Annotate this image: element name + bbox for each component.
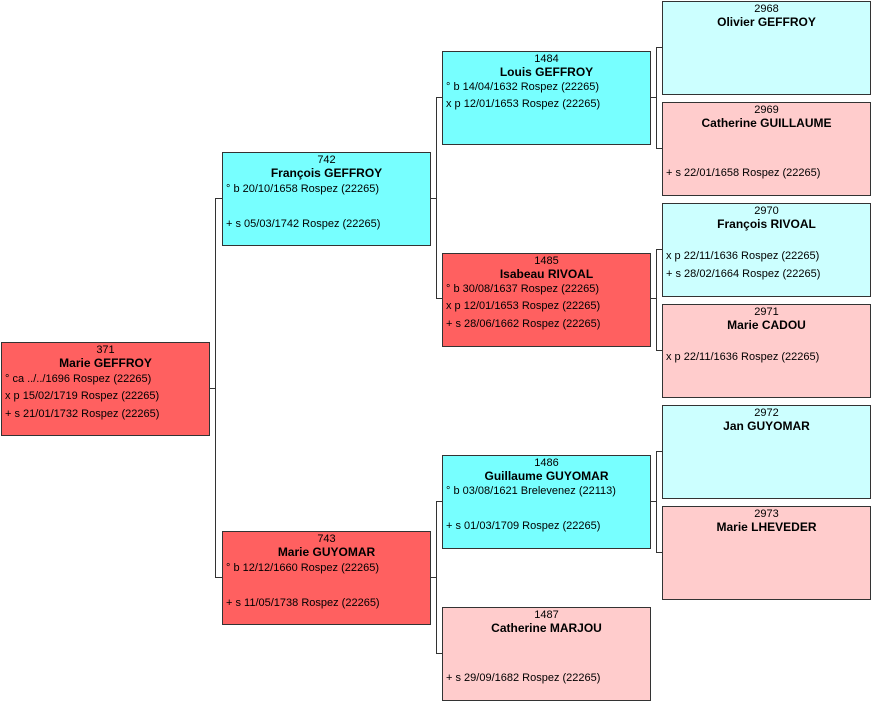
connector-line	[436, 653, 442, 654]
connector-line	[656, 552, 662, 553]
death-line: + s 05/03/1742 Rospez (22265)	[226, 218, 381, 230]
person-box-2969[interactable]: 2969 Catherine GUILLAUME + s 22/01/1658 …	[662, 102, 871, 196]
marriage-line: x p 12/01/1653 Rospez (22265)	[446, 98, 601, 110]
person-name: Guillaume GUYOMAR	[484, 469, 609, 483]
connector-line	[651, 501, 657, 502]
connector-line	[436, 298, 442, 299]
person-number: 1484	[534, 53, 559, 65]
connector-line	[215, 198, 216, 578]
connector-line	[651, 97, 657, 98]
marriage-line: x p 22/11/1636 Rospez (22265)	[666, 351, 820, 363]
birth-line: ° b 20/10/1658 Rospez (22265)	[226, 183, 380, 195]
person-name: Jan GUYOMAR	[723, 419, 810, 433]
person-name: Marie CADOU	[727, 318, 806, 332]
marriage-line: x p 22/11/1636 Rospez (22265)	[666, 250, 820, 262]
person-box-742[interactable]: 742 François GEFFROY ° b 20/10/1658 Rosp…	[222, 152, 431, 246]
connector-line	[651, 298, 657, 299]
person-number: 2968	[754, 3, 779, 15]
connector-line	[656, 451, 657, 553]
person-number: 371	[96, 344, 115, 356]
person-name: Louis GEFFROY	[499, 65, 594, 79]
connector-line	[656, 249, 662, 250]
birth-line: ° b 14/04/1632 Rospez (22265)	[446, 81, 600, 93]
death-line: + s 21/01/1732 Rospez (22265)	[5, 408, 160, 420]
death-line: + s 29/09/1682 Rospez (22265)	[446, 672, 601, 684]
death-line: + s 22/01/1658 Rospez (22265)	[666, 167, 821, 179]
connector-line	[431, 198, 437, 199]
person-name: Isabeau RIVOAL	[499, 267, 594, 281]
person-number: 743	[317, 533, 336, 545]
connector-line	[656, 249, 657, 351]
connector-line	[436, 501, 437, 654]
connector-line	[656, 350, 662, 351]
connector-line	[215, 198, 222, 199]
person-box-1487[interactable]: 1487 Catherine MARJOU + s 29/09/1682 Ros…	[442, 607, 651, 701]
person-name: Marie GEFFROY	[59, 356, 152, 370]
connector-line	[215, 577, 222, 578]
person-name: François RIVOAL	[717, 217, 816, 231]
connector-line	[436, 97, 437, 299]
person-name: Marie LHEVEDER	[716, 520, 817, 534]
person-box-1484[interactable]: 1484 Louis GEFFROY ° b 14/04/1632 Rospez…	[442, 51, 651, 145]
person-number: 1486	[534, 457, 559, 469]
person-name: Catherine GUILLAUME	[701, 116, 832, 130]
marriage-line: x p 15/02/1719 Rospez (22265)	[5, 390, 160, 402]
connector-line	[656, 451, 662, 452]
person-number: 1487	[534, 609, 559, 621]
person-box-743[interactable]: 743 Marie GUYOMAR ° b 12/12/1660 Rospez …	[222, 531, 431, 625]
connector-line	[431, 577, 437, 578]
birth-line: ° b 03/08/1621 Brelevenez (22113)	[446, 485, 616, 497]
person-box-2968[interactable]: 2968 Olivier GEFFROY	[662, 1, 871, 95]
person-box-2972[interactable]: 2972 Jan GUYOMAR	[662, 405, 871, 499]
birth-line: ° ca ../../1696 Rospez (22265)	[5, 373, 152, 385]
marriage-line: x p 12/01/1653 Rospez (22265)	[446, 300, 601, 312]
death-line: + s 28/02/1664 Rospez (22265)	[666, 268, 821, 280]
person-box-2971[interactable]: 2971 Marie CADOU x p 22/11/1636 Rospez (…	[662, 304, 871, 398]
person-box-2973[interactable]: 2973 Marie LHEVEDER	[662, 506, 871, 600]
person-name: Catherine MARJOU	[491, 621, 602, 635]
person-number: 2969	[754, 104, 779, 116]
person-number: 2970	[754, 205, 779, 217]
person-box-1485[interactable]: 1485 Isabeau RIVOAL ° b 30/08/1637 Rospe…	[442, 253, 651, 347]
death-line: + s 11/05/1738 Rospez (22265)	[226, 597, 380, 609]
connector-line	[436, 501, 442, 502]
person-name: Marie GUYOMAR	[277, 545, 376, 559]
person-number: 1485	[534, 255, 559, 267]
death-line: + s 01/03/1709 Rospez (22265)	[446, 520, 601, 532]
person-box-1486[interactable]: 1486 Guillaume GUYOMAR ° b 03/08/1621 Br…	[442, 455, 651, 549]
birth-line: ° b 12/12/1660 Rospez (22265)	[226, 562, 380, 574]
person-box-371[interactable]: 371 Marie GEFFROY ° ca ../../1696 Rospez…	[1, 342, 210, 436]
connector-line	[436, 97, 442, 98]
person-name: François GEFFROY	[270, 166, 383, 180]
person-name: Olivier GEFFROY	[717, 15, 816, 29]
birth-line: ° b 30/08/1637 Rospez (22265)	[446, 283, 600, 295]
person-number: 2973	[754, 508, 779, 520]
connector-line	[210, 388, 216, 389]
connector-line	[656, 148, 662, 149]
person-box-2970[interactable]: 2970 François RIVOAL x p 22/11/1636 Rosp…	[662, 203, 871, 297]
person-number: 2972	[754, 407, 779, 419]
connector-line	[656, 47, 657, 149]
person-number: 2971	[754, 306, 779, 318]
death-line: + s 28/06/1662 Rospez (22265)	[446, 318, 601, 330]
connector-line	[656, 47, 662, 48]
person-number: 742	[317, 154, 336, 166]
